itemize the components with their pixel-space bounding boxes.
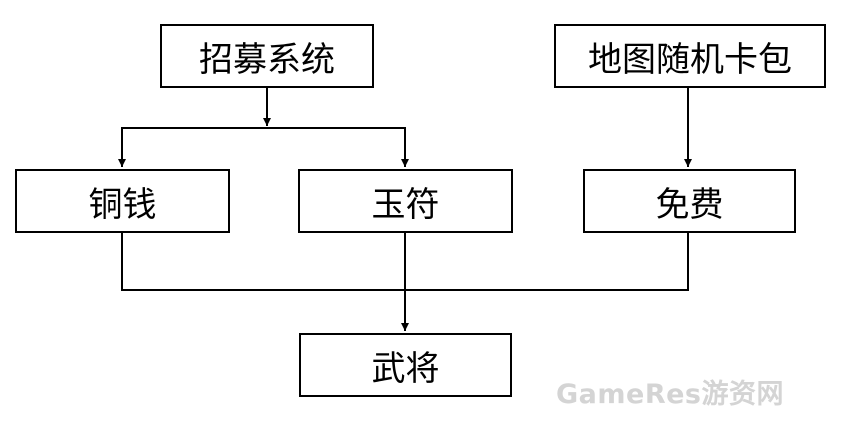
node-recruit-system: 招募系统	[160, 24, 374, 88]
watermark: GameRes游资网	[556, 379, 785, 410]
node-free: 免费	[583, 169, 796, 233]
node-copper-coins: 铜钱	[15, 169, 230, 233]
node-jade: 玉符	[298, 169, 513, 233]
node-map-random-card-pack: 地图随机卡包	[554, 24, 826, 88]
node-general: 武将	[299, 333, 512, 397]
